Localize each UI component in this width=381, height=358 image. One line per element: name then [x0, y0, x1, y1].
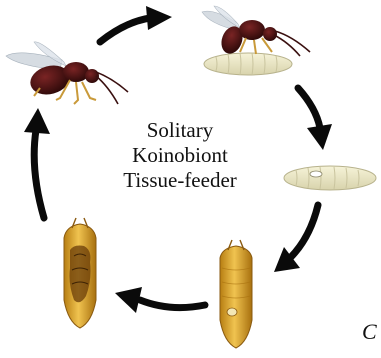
host-pupa-with-egg-icon	[220, 240, 252, 348]
arrow-developing-to-adult	[24, 108, 50, 218]
host-pupa-with-parasitoid-icon	[64, 218, 96, 328]
host-larva-icon	[204, 53, 292, 75]
arrow-pupa-to-developing	[115, 287, 205, 313]
center-title-line-3: Tissue-feeder	[95, 168, 265, 193]
arrow-larva-to-pupa	[274, 205, 318, 272]
parasitized-larva-icon	[284, 166, 376, 190]
center-title-line-2: Koinobiont	[95, 143, 265, 168]
arrow-adult-to-oviposition	[100, 6, 172, 42]
center-title-line-1: Solitary	[95, 118, 265, 143]
adult-wasp-icon	[6, 42, 128, 104]
oviposition-stage-icon	[202, 6, 310, 75]
pupa-internal-egg	[227, 308, 237, 316]
panel-letter: C	[362, 319, 377, 345]
arrow-oviposition-to-larva	[298, 88, 332, 150]
internal-parasitoid-egg	[310, 171, 322, 177]
